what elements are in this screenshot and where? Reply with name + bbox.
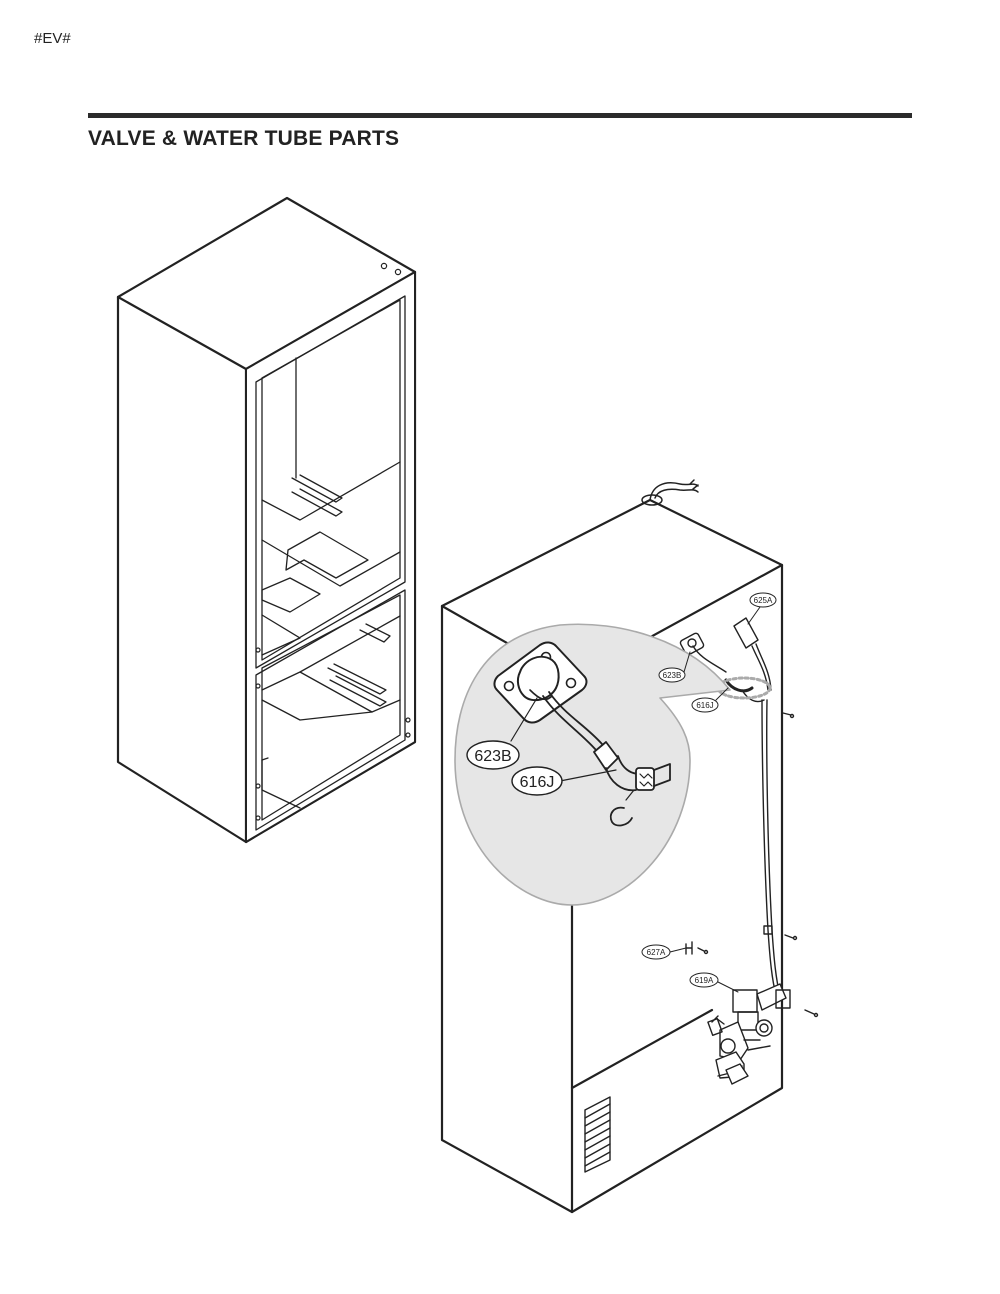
page-title: VALVE & WATER TUBE PARTS: [88, 127, 400, 150]
water-tube-assembly: [679, 617, 819, 1018]
main-callouts: [641, 592, 777, 993]
document-code: #EV#: [34, 30, 71, 47]
callout-616J-zoom: 616J: [520, 774, 555, 791]
compressor-vent-grille: [584, 1096, 611, 1173]
callout-619A: 619A: [695, 976, 714, 985]
freezer-compartment: [255, 589, 406, 831]
zoom-detail-bubble: [454, 623, 731, 906]
callout-627A: 627A: [647, 948, 666, 957]
callout-623B-zoom: 623B: [474, 748, 511, 765]
callout-616J: 616J: [696, 701, 713, 710]
header-rule: [88, 113, 912, 118]
callout-625A: 625A: [754, 596, 773, 605]
callout-623B: 623B: [663, 671, 682, 680]
callout-616J-zoom-oval: [511, 766, 563, 796]
top-water-line-grommet: [641, 479, 699, 506]
zoom-callouts: [466, 740, 563, 796]
callout-texts: 623B 616J 625A 623B 616J 627A 619A: [474, 596, 773, 985]
refrigerator-cabinet-front: [116, 196, 417, 844]
fresh-food-compartment: [255, 295, 406, 669]
callout-623B-zoom-oval: [466, 740, 520, 770]
water-valve: [707, 983, 791, 1085]
cabinet-screw-holes: [255, 262, 411, 821]
